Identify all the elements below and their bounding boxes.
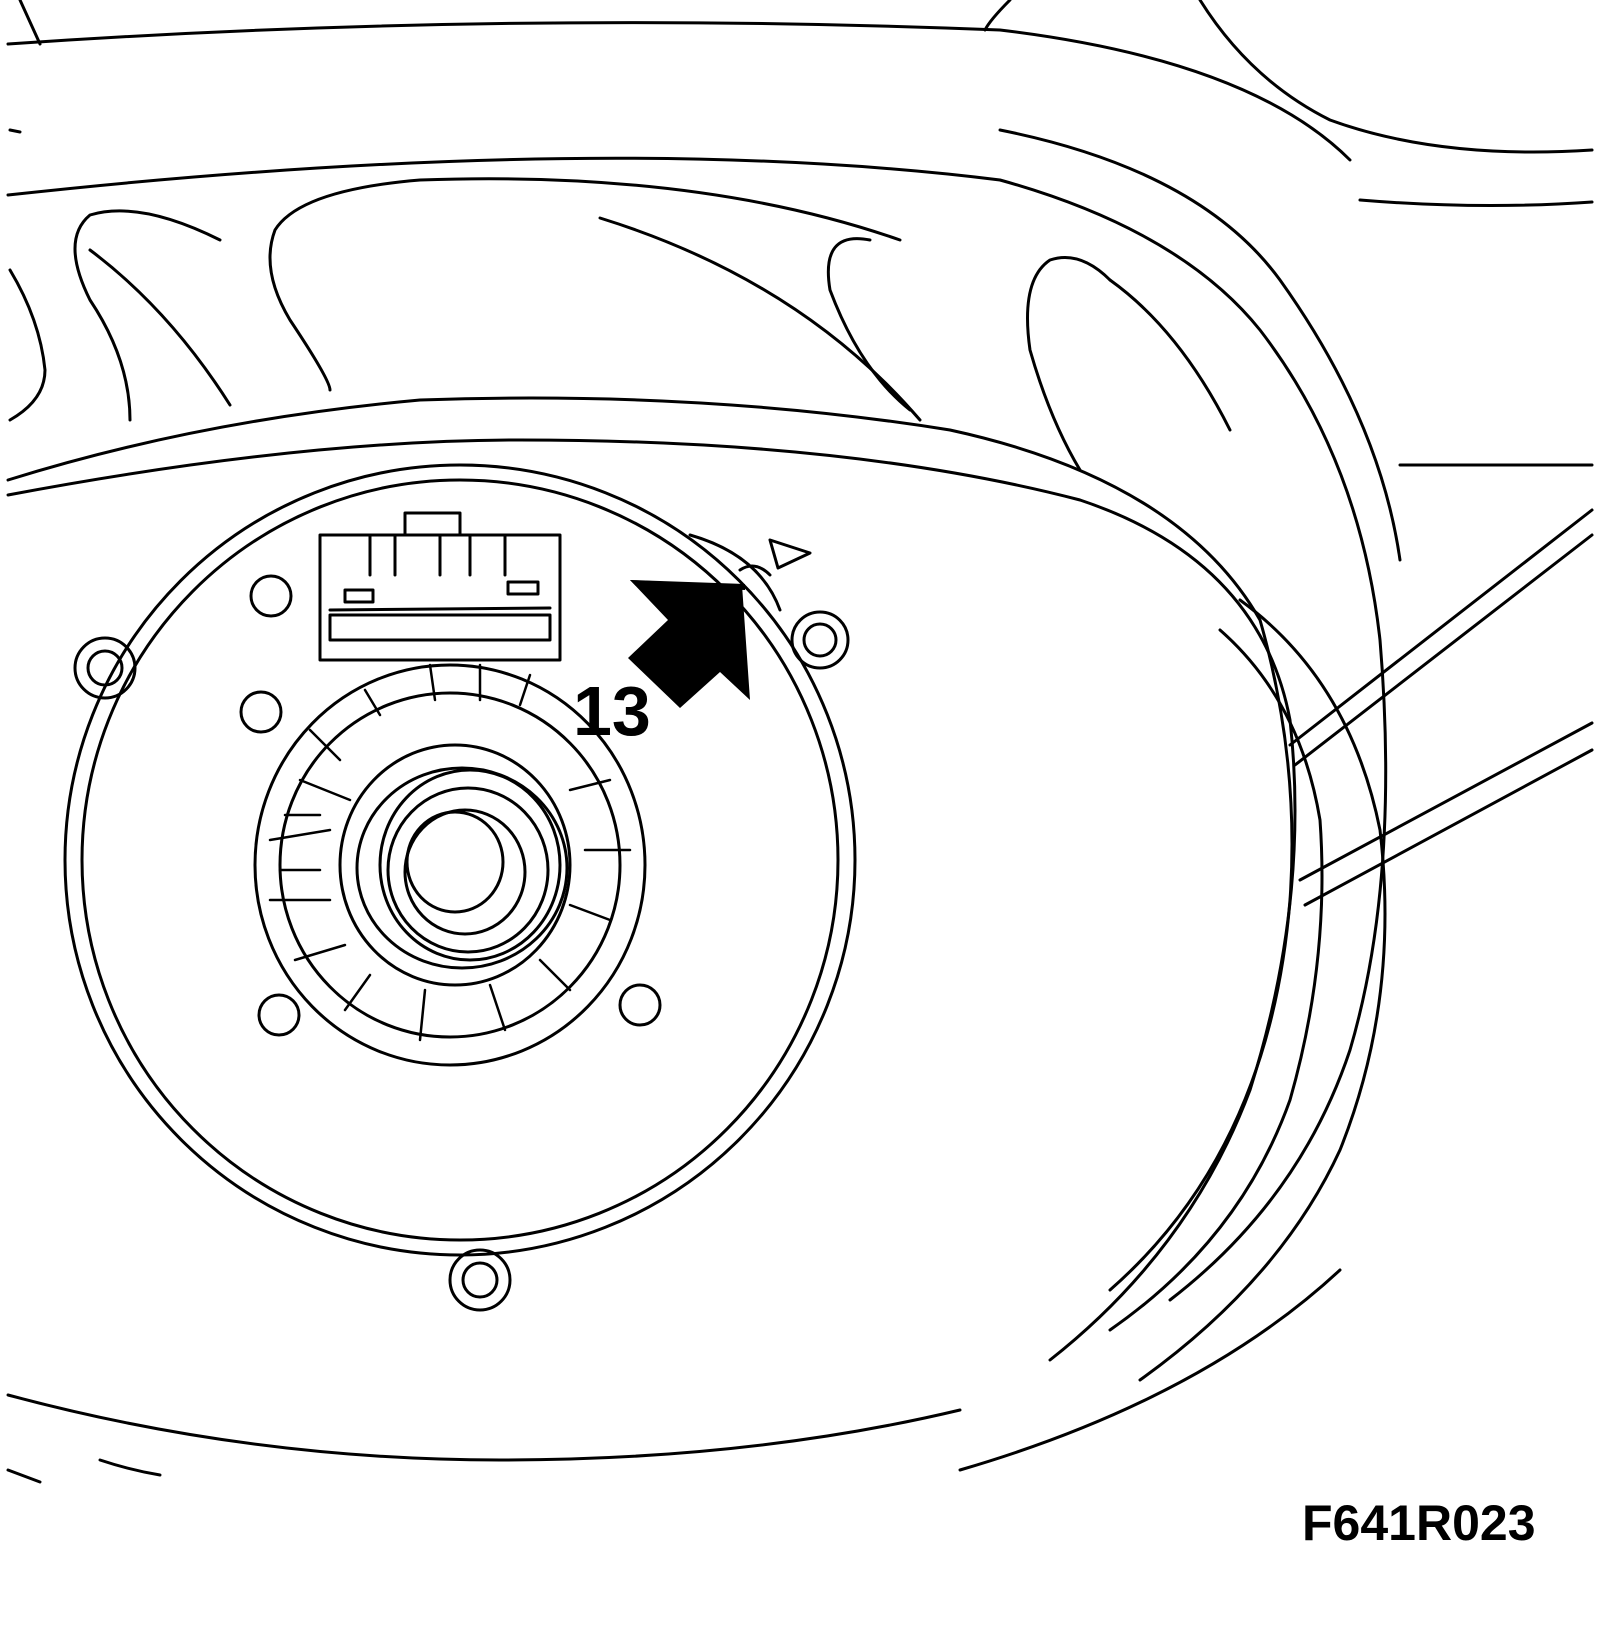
motor-shroud [6, 396, 1387, 1484]
figure-code: F641R023 [1302, 1495, 1536, 1551]
triangle-marker-icon [768, 538, 812, 570]
arrow-head [630, 580, 745, 590]
motor-hub [253, 663, 647, 1067]
motor-flange [63, 463, 857, 1312]
background-housing-lines [6, 0, 1594, 1302]
alignment-mark [688, 533, 812, 612]
mounting-arms [1288, 508, 1594, 907]
electrical-connector [318, 511, 562, 662]
callout-13: 13 [573, 672, 651, 750]
arrow-icon [628, 580, 750, 708]
